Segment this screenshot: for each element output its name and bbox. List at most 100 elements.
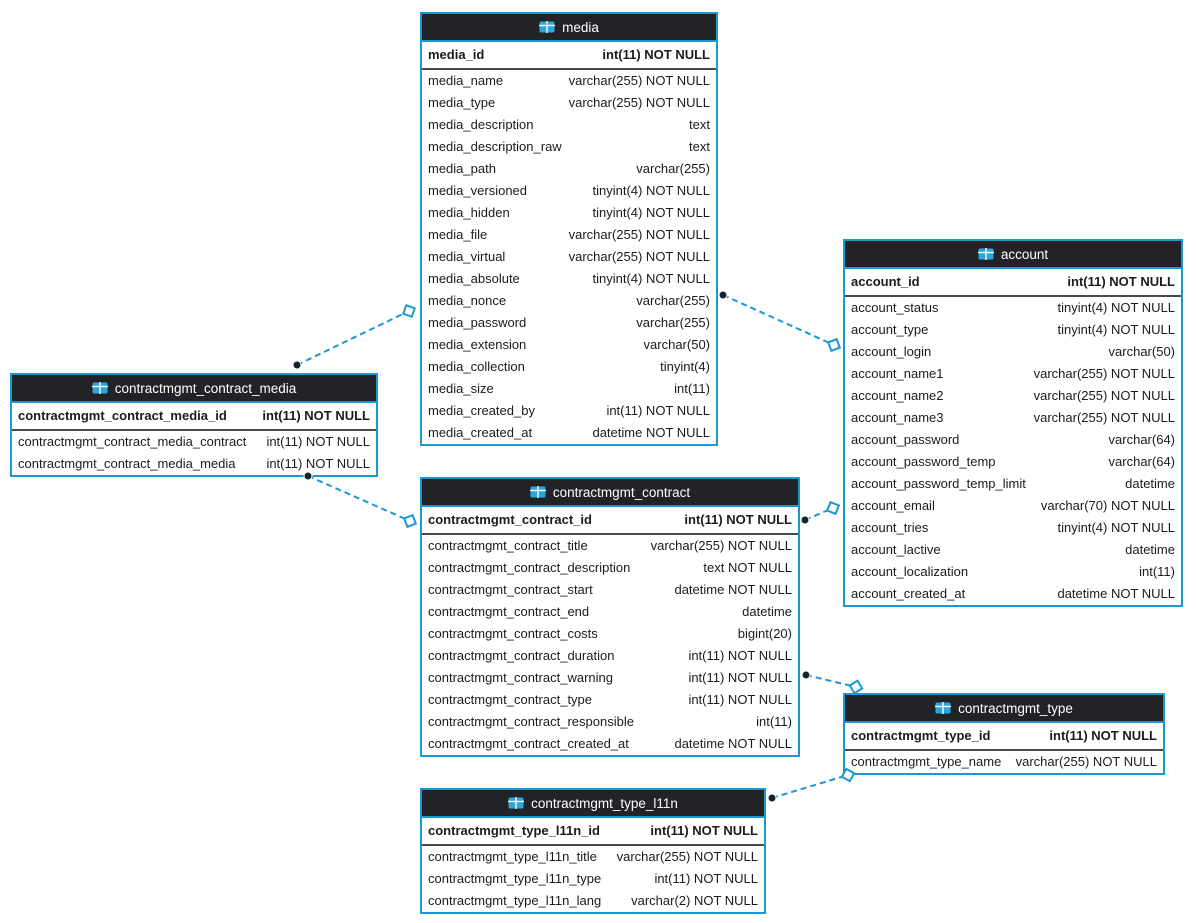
column-type: tinyint(4) NOT NULL — [1057, 300, 1175, 315]
table-header[interactable]: contractmgmt_contract — [422, 479, 798, 507]
column-name: account_lactive — [851, 542, 941, 557]
table-icon — [935, 702, 952, 714]
column-type: int(11) NOT NULL — [688, 670, 792, 685]
relationship-contractmgmt_contract_media-to-contractmgmt_contract[interactable] — [303, 471, 418, 529]
table-header[interactable]: account — [845, 241, 1181, 269]
column-type: int(11) NOT NULL — [684, 512, 792, 527]
column-type: varchar(64) — [1108, 432, 1175, 447]
column-type: varchar(255) NOT NULL — [1033, 366, 1175, 381]
column-name: media_size — [428, 381, 494, 396]
relationship-diamond-endpoint — [848, 679, 864, 695]
column-name: media_file — [428, 227, 488, 242]
column-row-pk[interactable]: contractmgmt_type_id int(11) NOT NULL — [845, 723, 1163, 751]
column-type: int(11) NOT NULL — [602, 47, 710, 62]
column-row-pk[interactable]: media_id int(11) NOT NULL — [422, 42, 716, 70]
column-row[interactable]: account_lactive datetime — [845, 539, 1181, 561]
column-name: media_type — [428, 95, 496, 110]
relationship-contractmgmt_contract_media-to-media[interactable] — [292, 303, 417, 370]
column-name: contractmgmt_contract_start — [428, 582, 593, 597]
relationship-contractmgmt_type_l11n-to-contractmgmt_type[interactable] — [767, 767, 856, 803]
column-name: contractmgmt_contract_media_media — [18, 456, 236, 471]
relationship-contractmgmt_contract-to-account[interactable] — [800, 500, 841, 525]
column-name: contractmgmt_type_l11n_title — [428, 849, 597, 864]
column-name: account_created_at — [851, 586, 966, 601]
column-type: int(11) — [756, 714, 792, 729]
column-type: int(11) — [674, 381, 710, 396]
table-header[interactable]: media — [422, 14, 716, 42]
relationship-diamond-endpoint — [825, 500, 841, 516]
column-name: contractmgmt_contract_description — [428, 560, 631, 575]
relationship-dot-endpoint — [801, 670, 811, 680]
column-row[interactable]: account_name1 varchar(255) NOT NULL — [845, 363, 1181, 385]
column-type: bigint(20) — [737, 626, 792, 641]
column-name: contractmgmt_type_id — [851, 728, 991, 743]
column-row[interactable]: media_size int(11) — [422, 378, 716, 400]
column-type: int(11) NOT NULL — [1049, 728, 1157, 743]
table-header[interactable]: contractmgmt_contract_media — [12, 375, 376, 403]
relationship-media-to-account[interactable] — [718, 290, 842, 353]
column-type: datetime — [1125, 542, 1175, 557]
column-name: media_id — [428, 47, 485, 62]
table-header[interactable]: contractmgmt_type_l11n — [422, 790, 764, 818]
table-header[interactable]: contractmgmt_type — [845, 695, 1163, 723]
column-name: account_name1 — [851, 366, 944, 381]
table-contractmgmt_type[interactable]: contractmgmt_type contractmgmt_type_id int… — [843, 693, 1165, 775]
column-type: tinyint(4) NOT NULL — [1057, 322, 1175, 337]
column-name: contractmgmt_contract_media_id — [18, 408, 227, 423]
relationship-contractmgmt_contract-to-contractmgmt_type[interactable] — [801, 670, 864, 695]
